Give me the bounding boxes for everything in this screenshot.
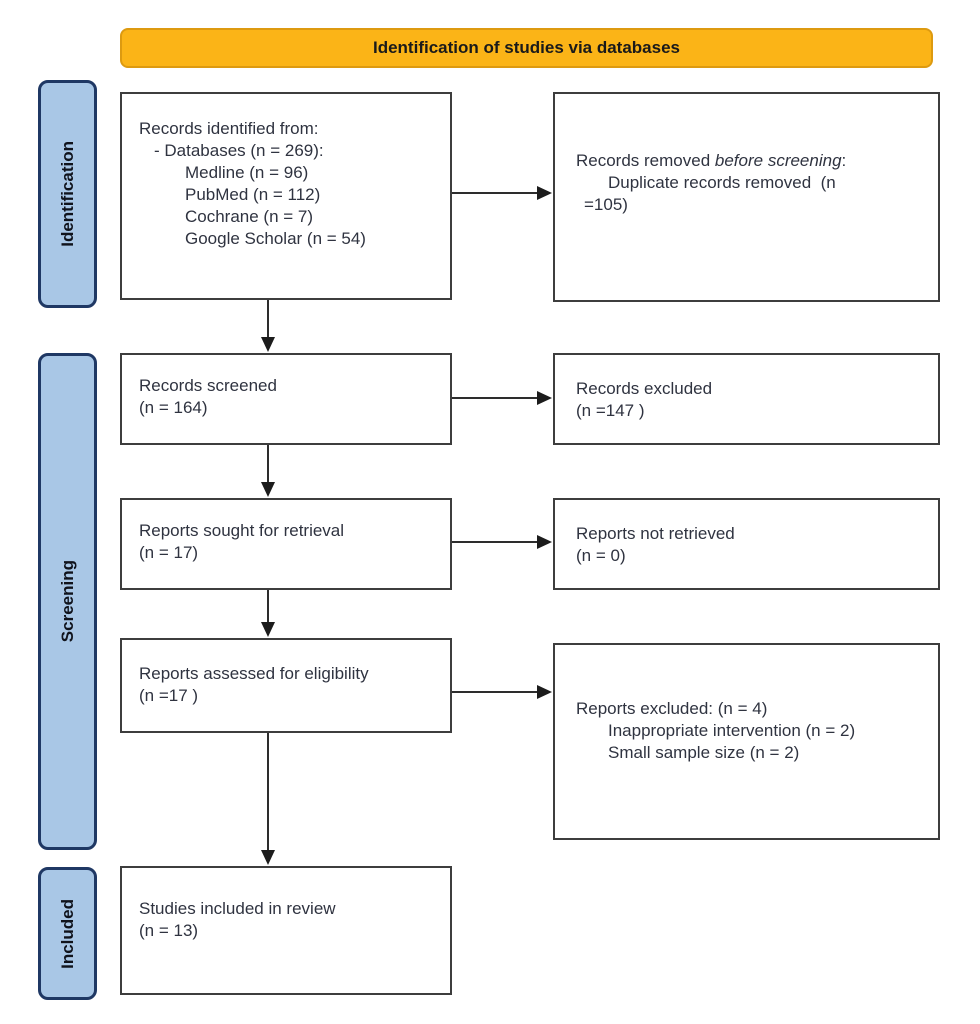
box-line: Google Scholar (n = 54)	[185, 229, 366, 248]
box-records-excluded: Records excluded (n =147 )	[553, 353, 940, 445]
box-reports-assessed: Reports assessed for eligibility (n =17 …	[120, 638, 452, 733]
box-line: Small sample size (n = 2)	[608, 743, 800, 762]
box-line: PubMed (n = 112)	[185, 185, 321, 204]
box-line: Inappropriate intervention (n = 2)	[608, 721, 856, 740]
stage-label-included: Included	[57, 898, 77, 969]
stage-bar-screening: Screening	[38, 353, 97, 850]
banner-identification-via-databases: Identification of studies via databases	[120, 28, 933, 68]
text-segment: Records removed	[576, 151, 715, 170]
box-line: Duplicate records removed (n	[608, 173, 836, 192]
box-line: (n = 17)	[139, 543, 199, 562]
box-line: - Databases (n = 269):	[154, 141, 324, 160]
box-line: (n =17 )	[139, 686, 199, 705]
stage-label-screening: Screening	[57, 560, 77, 643]
box-line: Reports excluded: (n = 4)	[576, 699, 768, 718]
text-segment-italic: before screening	[714, 151, 842, 170]
box-line: Reports sought for retrieval	[139, 521, 345, 540]
text-segment: :	[841, 151, 847, 170]
box-records-identified: Records identified from: - Databases (n …	[120, 92, 452, 300]
box-line: Records removed before screening:	[576, 150, 930, 172]
box-line: (n = 13)	[139, 921, 199, 940]
box-line: Studies included in review	[139, 899, 336, 918]
box-studies-included: Studies included in review (n = 13)	[120, 866, 452, 995]
box-line: Reports assessed for eligibility	[139, 664, 369, 683]
box-line: Records identified from:	[139, 119, 319, 138]
stage-label-identification: Identification	[57, 141, 77, 247]
stage-bar-included: Included	[38, 867, 97, 1000]
box-reports-sought: Reports sought for retrieval (n = 17)	[120, 498, 452, 590]
box-line: =105)	[584, 195, 628, 214]
box-line: (n =147 )	[576, 401, 645, 420]
box-line: Medline (n = 96)	[185, 163, 309, 182]
box-line: (n = 0)	[576, 546, 626, 565]
box-line: Cochrane (n = 7)	[185, 207, 314, 226]
box-records-screened: Records screened (n = 164)	[120, 353, 452, 445]
box-line: Records screened	[139, 376, 277, 395]
box-line: Records excluded	[576, 379, 713, 398]
box-reports-excluded: Reports excluded: (n = 4) Inappropriate …	[553, 643, 940, 840]
banner-label: Identification of studies via databases	[372, 38, 681, 57]
box-line: (n = 164)	[139, 398, 208, 417]
stage-bar-identification: Identification	[38, 80, 97, 308]
box-records-removed-before-screening: Records removed before screening: Duplic…	[553, 92, 940, 302]
box-line: Reports not retrieved	[576, 524, 735, 543]
box-reports-not-retrieved: Reports not retrieved (n = 0)	[553, 498, 940, 590]
